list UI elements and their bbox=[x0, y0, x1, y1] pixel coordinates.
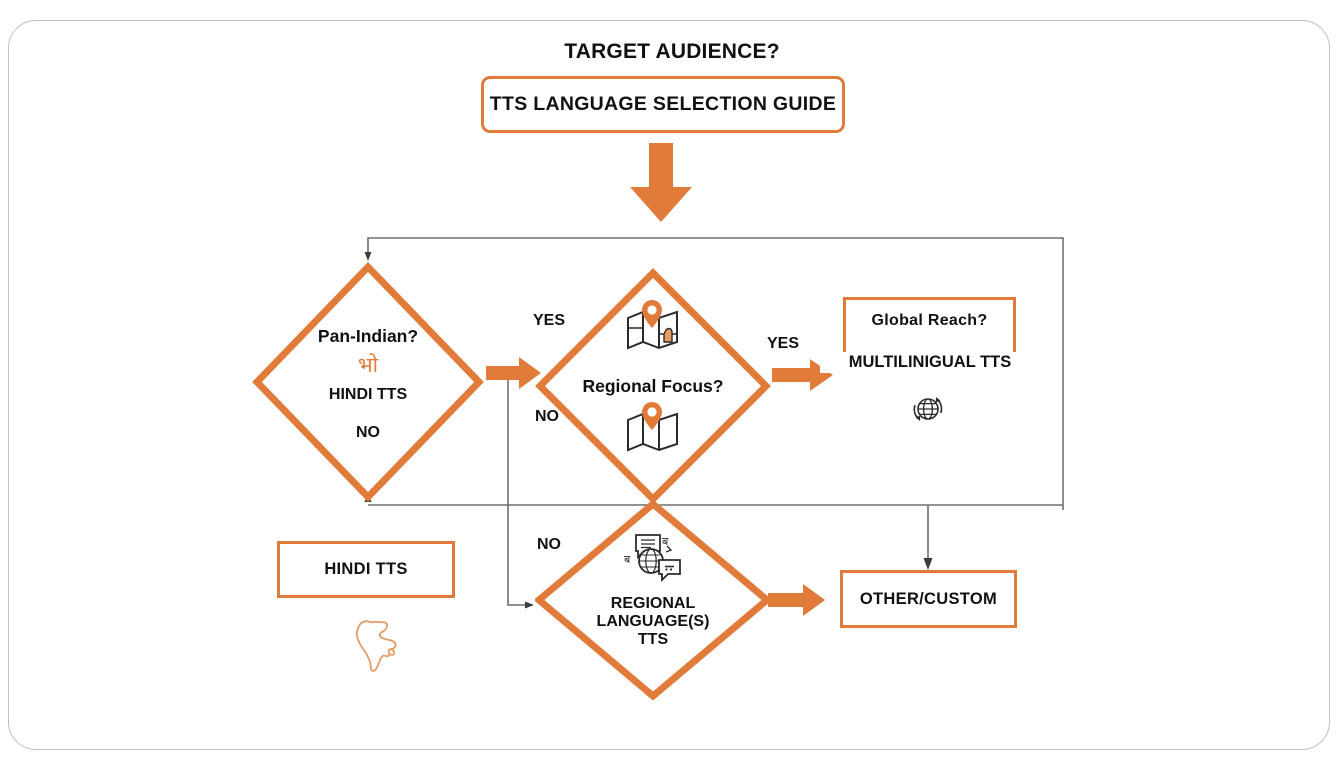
decision-pan-indian-content: Pan-Indian? भो HINDI TTS NO bbox=[252, 262, 484, 502]
node-other-custom[interactable]: OTHER/CUSTOM bbox=[840, 570, 1017, 628]
right-arrow-icon bbox=[768, 584, 825, 616]
devanagari-glyph: भो bbox=[357, 354, 379, 377]
node-hindi-tts[interactable]: HINDI TTS bbox=[277, 541, 455, 598]
edge-label-to-regional-language-no: NO bbox=[537, 536, 561, 553]
decision-regional-focus[interactable]: Regional Focus? bbox=[535, 268, 771, 504]
hindi-tts-label: HINDI TTS bbox=[324, 560, 408, 578]
translate-chat-icon: ब ब bbox=[624, 534, 681, 583]
node-regional-language-tts[interactable]: REGIONAL LANGUAGE(S) TTS bbox=[535, 500, 771, 700]
india-map-icon bbox=[355, 620, 397, 672]
pan-indian-question: Pan-Indian? bbox=[317, 326, 419, 346]
down-arrow-icon bbox=[630, 143, 692, 222]
page-title: TARGET AUDIENCE? bbox=[564, 40, 780, 63]
svg-text:ब: ब bbox=[624, 554, 631, 566]
diamond-shape bbox=[252, 262, 484, 502]
edge-label-regional-focus-yes: YES bbox=[767, 335, 800, 352]
other-custom-label: OTHER/CUSTOM bbox=[859, 589, 998, 608]
title-box[interactable]: TTS LANGUAGE SELECTION GUIDE bbox=[481, 76, 845, 133]
global-reach-output: MULTILINIGUAL TTS bbox=[820, 352, 1040, 373]
edge-label-regional-focus-no: NO bbox=[535, 408, 559, 425]
decision-pan-indian[interactable]: Pan-Indian? भो HINDI TTS NO bbox=[252, 262, 484, 502]
diamond-shape bbox=[535, 500, 771, 700]
title-box-label: TTS LANGUAGE SELECTION GUIDE bbox=[489, 93, 837, 115]
regional-language-line3: TTS bbox=[637, 631, 669, 648]
map-pin-icon bbox=[627, 300, 678, 350]
global-reach-question: Global Reach? bbox=[871, 312, 988, 329]
right-arrow-icon bbox=[486, 357, 541, 389]
regional-language-content: REGIONAL LANGUAGE(S) TTS bbox=[535, 500, 771, 700]
map-pin-icon bbox=[627, 402, 678, 452]
pan-indian-branch-no: NO bbox=[356, 424, 380, 441]
diamond-shape bbox=[535, 268, 771, 504]
right-arrow-icon bbox=[772, 359, 833, 391]
edge-label-pan-indian-yes: YES bbox=[533, 312, 566, 329]
decision-regional-focus-content: Regional Focus? bbox=[535, 268, 771, 504]
regional-language-line1: REGIONAL bbox=[610, 595, 696, 612]
regional-focus-question: Regional Focus? bbox=[582, 375, 724, 396]
regional-language-line2: LANGUAGE(S) bbox=[596, 613, 710, 630]
globe-rotate-icon bbox=[913, 397, 943, 421]
pan-indian-output: HINDI TTS bbox=[328, 386, 408, 403]
svg-text:ब: ब bbox=[662, 536, 669, 548]
